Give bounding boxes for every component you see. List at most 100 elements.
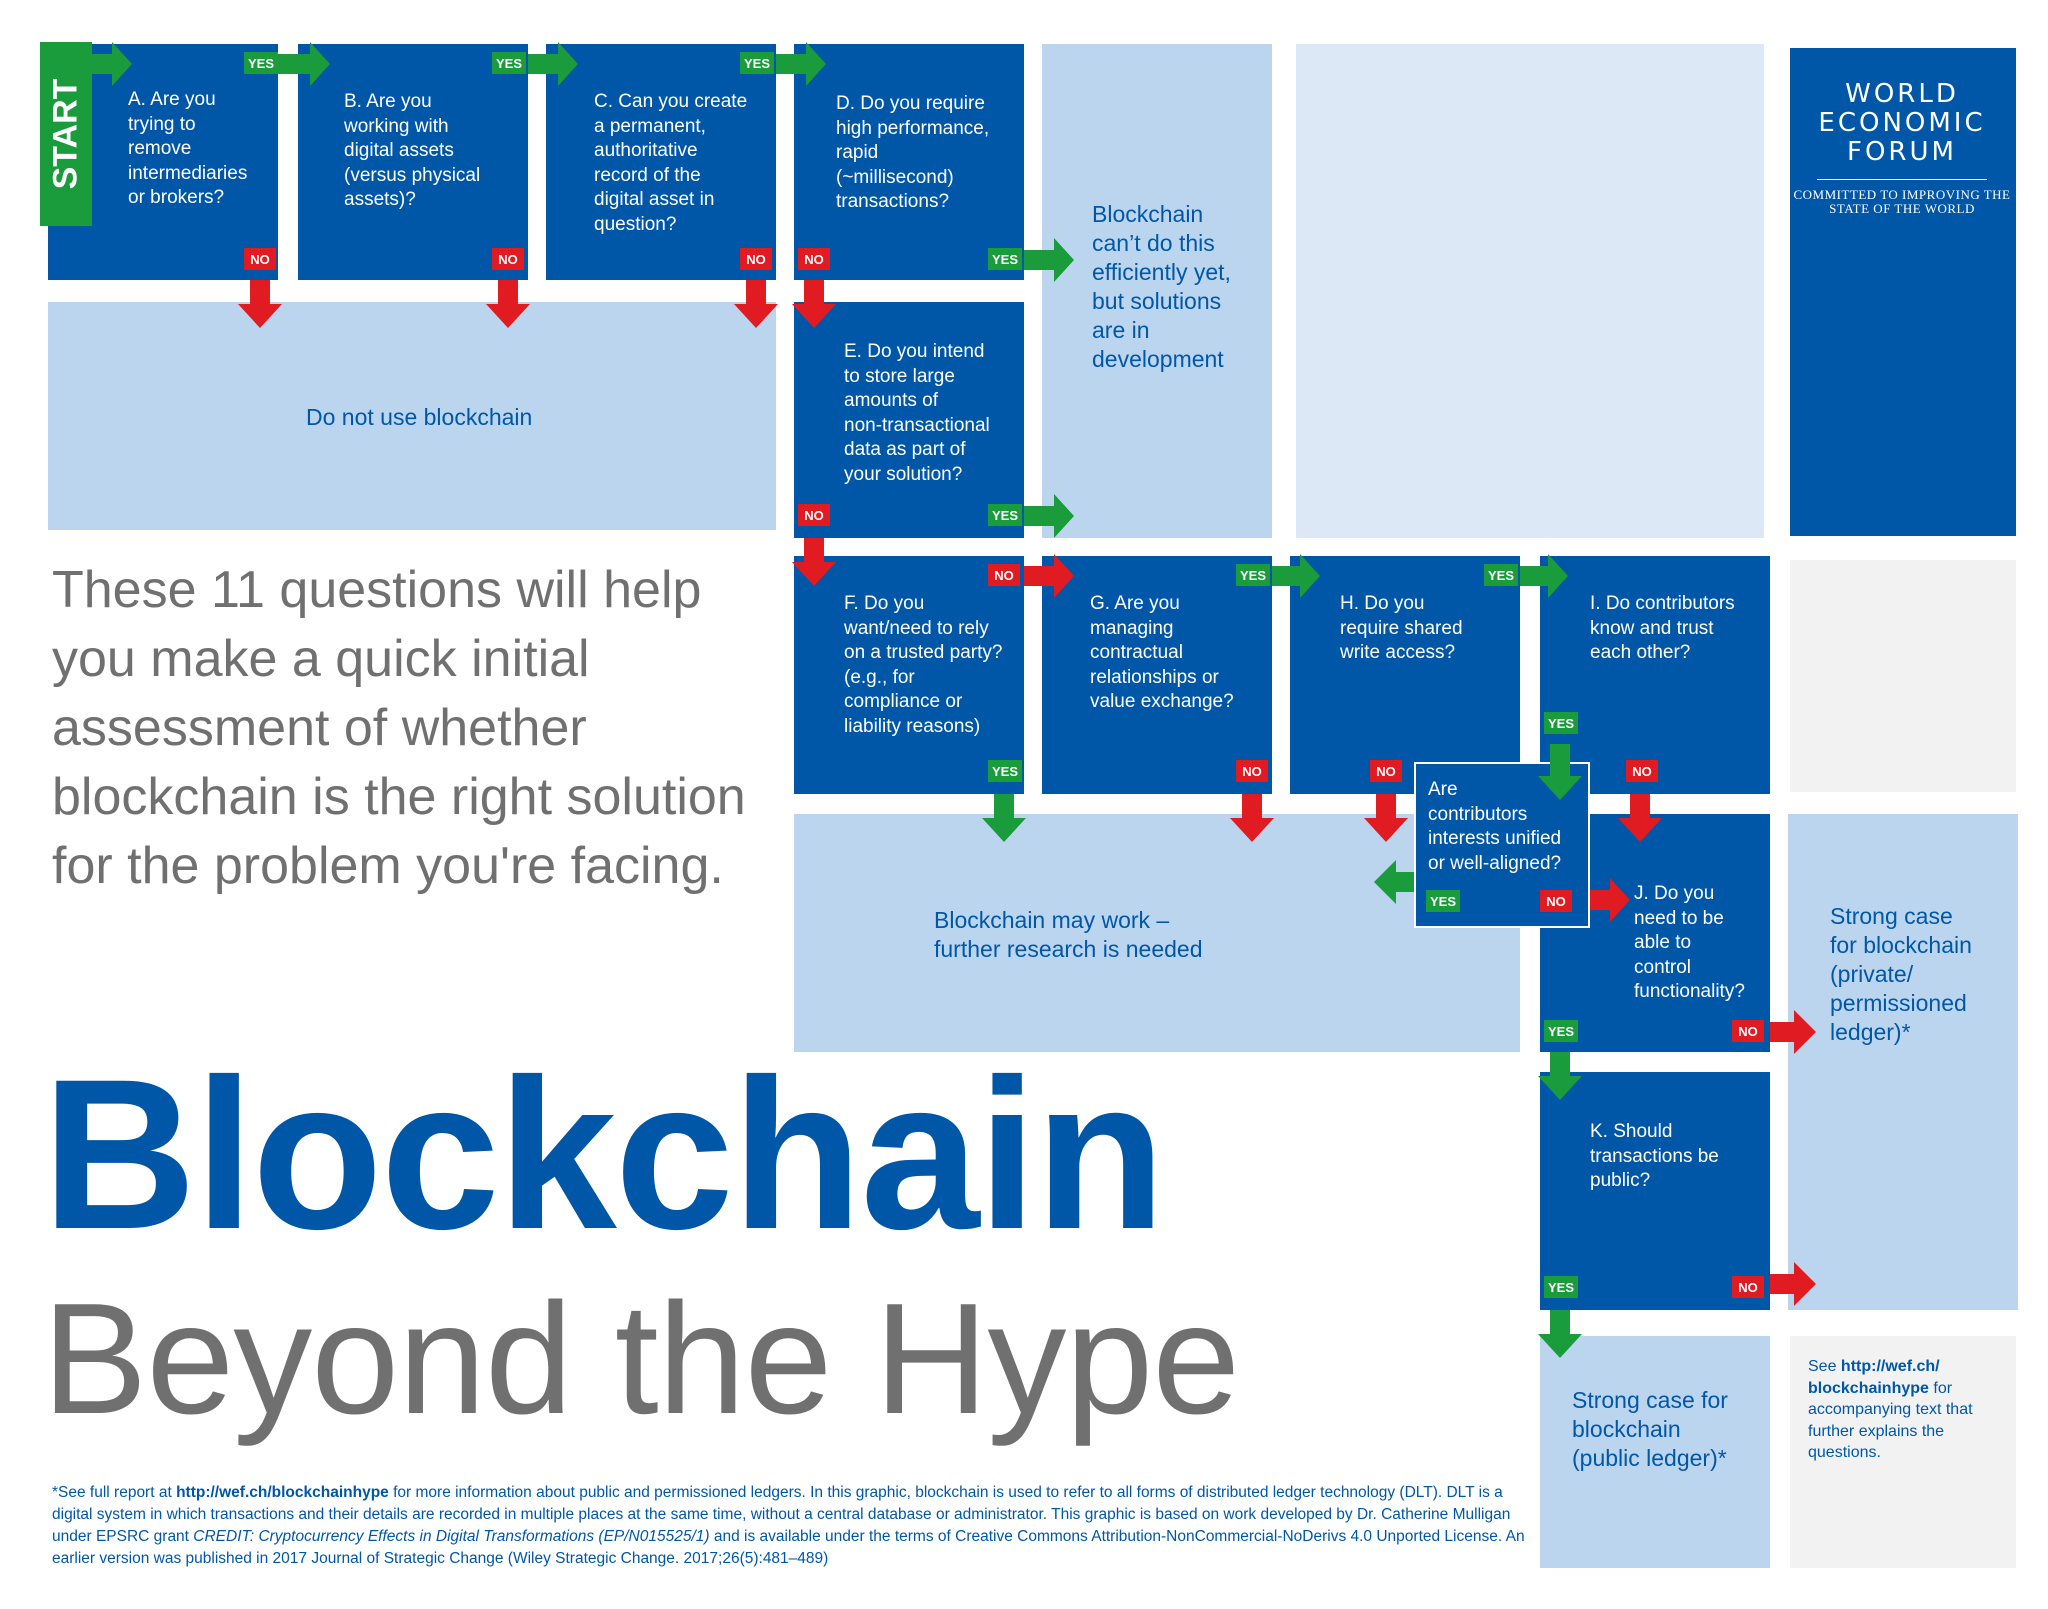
question-h: H. Do you require shared write access? xyxy=(1340,593,1463,663)
wef-logo: WORLD ECONOMIC FORUM COMMITTED TO IMPROV… xyxy=(1782,80,2022,216)
yes-arrow-d-cantdo xyxy=(1024,238,1074,282)
yes-arrow-i-aligned xyxy=(1538,744,1582,800)
no-arrow-a xyxy=(238,280,282,328)
question-g: G. Are you managing contractual relation… xyxy=(1090,593,1234,712)
question-d-box xyxy=(794,44,1024,280)
result-cant-do: Blockchain can’t do this efficiently yet… xyxy=(1092,201,1231,372)
footnote-part-2: for more information about public and pe… xyxy=(52,1484,1511,1545)
no-arrow-k-private xyxy=(1770,1262,1816,1306)
yes-arrow-h-i xyxy=(1520,554,1568,598)
tag-yes-g: YES xyxy=(1236,564,1270,586)
question-j: J. Do you need to be able to control fun… xyxy=(1634,883,1745,1002)
result-private: Strong case for blockchain (private/ per… xyxy=(1830,903,1972,1045)
yes-arrow-b-c xyxy=(528,42,578,86)
no-arrow-f-g xyxy=(1024,554,1074,598)
no-arrow-d xyxy=(792,280,836,328)
tag-yes-k: YES xyxy=(1544,1276,1578,1298)
tag-no-i: NO xyxy=(1626,760,1658,782)
question-d: D. Do you require high performance, rapi… xyxy=(836,93,990,212)
yes-arrow-c-d xyxy=(776,42,826,86)
tag-no-f: NO xyxy=(988,564,1020,586)
page-subtitle: Beyond the Hype xyxy=(42,1271,1240,1447)
no-arrow-i xyxy=(1618,794,1662,842)
question-k: K. Should transactions be public? xyxy=(1590,1121,1719,1191)
footnote: *See full report at http://wef.ch/blockc… xyxy=(52,1482,1532,1570)
question-aligned: Are contributors interests unified or we… xyxy=(1428,779,1562,874)
question-k-box xyxy=(1540,1072,1770,1310)
tag-yes-e: YES xyxy=(988,504,1022,526)
logo-rule xyxy=(1817,179,1987,180)
question-e: E. Do you intend to store large amounts … xyxy=(844,341,990,485)
start-label: START xyxy=(46,78,85,190)
no-arrow-b xyxy=(486,280,530,328)
no-arrow-j-private xyxy=(1770,1010,1816,1054)
tag-yes-aligned: YES xyxy=(1426,890,1460,912)
result-may-work-box xyxy=(794,814,1520,1052)
tag-yes-d: YES xyxy=(988,248,1022,270)
question-i: I. Do contributors know and trust each o… xyxy=(1590,593,1735,663)
tag-no-k: NO xyxy=(1732,1276,1764,1298)
yes-arrow-aligned-maywork xyxy=(1374,860,1414,904)
yes-arrow-g-h xyxy=(1272,554,1320,598)
tag-yes-h: YES xyxy=(1484,564,1518,586)
footnote-grant: CREDIT: Cryptocurrency Effects in Digita… xyxy=(193,1528,710,1545)
footnote-part-1: *See full report at xyxy=(52,1484,177,1501)
question-h-box xyxy=(1290,556,1520,794)
yes-arrow-a-b xyxy=(278,42,330,86)
logo-motto: COMMITTED TO IMPROVING THE STATE OF THE … xyxy=(1793,187,2011,216)
intro-text: These 11 questions will help you make a … xyxy=(52,561,746,895)
no-arrow-h xyxy=(1364,794,1408,842)
no-arrow-g xyxy=(1230,794,1274,842)
no-arrow-e xyxy=(792,538,836,586)
yes-arrow-j-k xyxy=(1538,1052,1582,1100)
yes-arrows xyxy=(92,42,1582,1358)
see-note-link[interactable]: http://wef.ch/ blockchainhype xyxy=(1808,1358,1940,1397)
result-public-box xyxy=(1540,1336,1770,1568)
question-g-box xyxy=(1042,556,1272,794)
wef-logo-box xyxy=(1790,48,2016,536)
start-marker: START xyxy=(40,42,92,226)
yes-arrow-start-a xyxy=(92,42,132,86)
page-title: Blockchain xyxy=(42,1035,1166,1274)
tag-yes-c: YES xyxy=(740,52,774,74)
footnote-part-3: and is available under the terms of Crea… xyxy=(52,1528,1525,1567)
result-do-not-use-box xyxy=(48,302,776,530)
empty-grey-block xyxy=(1790,560,2016,792)
tag-no-j: NO xyxy=(1732,1020,1764,1042)
tag-no-g: NO xyxy=(1236,760,1268,782)
tag-no-aligned: NO xyxy=(1540,890,1572,912)
tag-yes-i: YES xyxy=(1544,712,1578,734)
tag-no-d: NO xyxy=(798,248,830,270)
question-f: F. Do you want/need to rely on a trusted… xyxy=(844,593,1003,737)
logo-line-3: FORUM xyxy=(1847,137,1957,167)
logo-line-1: WORLD xyxy=(1845,79,1959,109)
note-box xyxy=(1790,1336,2016,1568)
tag-yes-b: YES xyxy=(492,52,526,74)
empty-block xyxy=(1296,44,1764,538)
no-arrow-aligned-j xyxy=(1590,878,1630,922)
result-cant-do-box xyxy=(1042,44,1272,538)
yes-arrow-k-public xyxy=(1538,1310,1582,1358)
tag-yes-j: YES xyxy=(1544,1020,1578,1042)
tag-no-b: NO xyxy=(492,248,524,270)
question-i-box xyxy=(1540,556,1770,794)
question-e-box xyxy=(794,302,1024,538)
result-do-not-use: Do not use blockchain xyxy=(306,404,533,430)
no-arrows xyxy=(238,280,1816,1306)
result-may-work: Blockchain may work – further research i… xyxy=(934,907,1203,962)
tag-no-a: NO xyxy=(244,248,276,270)
yes-arrow-e-cantdo xyxy=(1024,494,1074,538)
footnote-link[interactable]: http://wef.ch/blockchainhype xyxy=(176,1484,389,1501)
tag-yes-f: YES xyxy=(988,760,1022,782)
result-public: Strong case for blockchain (public ledge… xyxy=(1572,1387,1728,1471)
result-private-box xyxy=(1788,814,2018,1310)
question-a: A. Are you trying to remove intermediari… xyxy=(128,89,248,208)
tag-no-h: NO xyxy=(1370,760,1402,782)
tag-yes-a: YES xyxy=(244,52,278,74)
question-b-box xyxy=(298,44,528,280)
question-b: B. Are you working with digital assets (… xyxy=(344,91,481,210)
yes-arrow-f-maywork xyxy=(982,794,1026,842)
logo-line-2: ECONOMIC xyxy=(1818,108,1986,138)
tag-no-c: NO xyxy=(740,248,772,270)
